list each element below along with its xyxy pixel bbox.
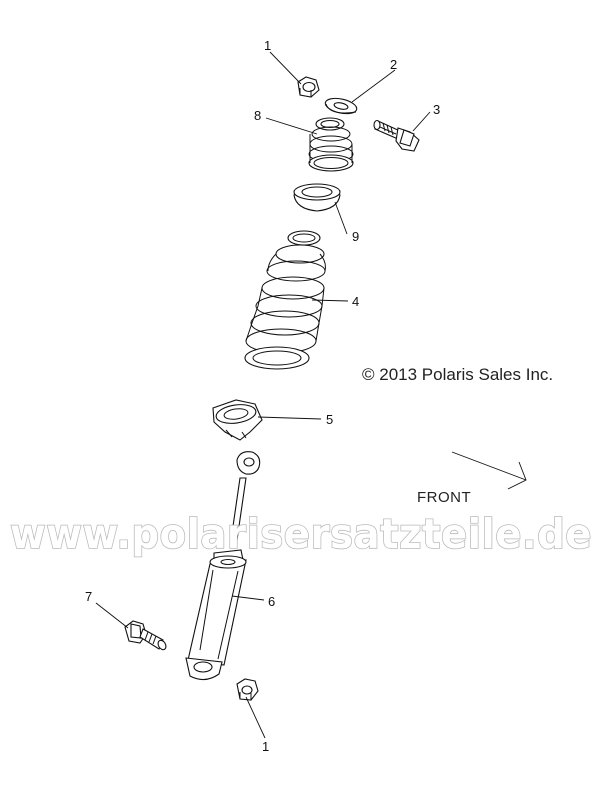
leader-bolt-top <box>412 111 431 132</box>
callout-shock: 6 <box>268 594 275 609</box>
leader-retainer <box>257 416 322 420</box>
leader-spring-seat <box>334 201 348 235</box>
callout-bolt-top: 3 <box>433 102 440 117</box>
leader-spring-main <box>311 299 349 302</box>
front-label: FRONT <box>417 489 471 506</box>
callout-nut-bottom: 1 <box>262 739 269 754</box>
callout-washer: 2 <box>390 57 397 72</box>
leader-washer <box>351 69 396 103</box>
front-arrow-icon <box>451 451 527 490</box>
part-spring-seat[interactable] <box>293 183 341 212</box>
part-spring-main[interactable] <box>244 230 326 370</box>
callout-nut-top: 1 <box>264 38 271 53</box>
part-nut-bottom[interactable] <box>236 678 259 701</box>
part-nut-top[interactable] <box>297 76 320 98</box>
part-spring-small[interactable] <box>308 117 354 172</box>
copyright-text: © 2013 Polaris Sales Inc. <box>362 365 553 384</box>
callout-spring-seat: 9 <box>352 229 359 244</box>
leader-nut-bottom <box>245 696 266 739</box>
leader-bolt-bottom <box>95 602 129 629</box>
callout-spring-main: 4 <box>352 294 359 309</box>
callout-bolt-bottom: 7 <box>85 589 92 604</box>
callout-spring-small: 8 <box>254 108 261 123</box>
part-bolt-bottom[interactable] <box>124 620 168 651</box>
leader-nut-top <box>269 51 302 85</box>
part-shock-absorber[interactable] <box>185 451 261 681</box>
part-washer[interactable] <box>324 96 358 116</box>
leader-shock <box>231 595 265 601</box>
part-bolt-top[interactable] <box>373 119 420 152</box>
callout-retainer: 5 <box>326 412 333 427</box>
leader-spring-small <box>265 117 318 135</box>
watermark-text: www.polarisersatzteile.de <box>10 510 592 558</box>
part-retainer[interactable] <box>212 399 263 441</box>
